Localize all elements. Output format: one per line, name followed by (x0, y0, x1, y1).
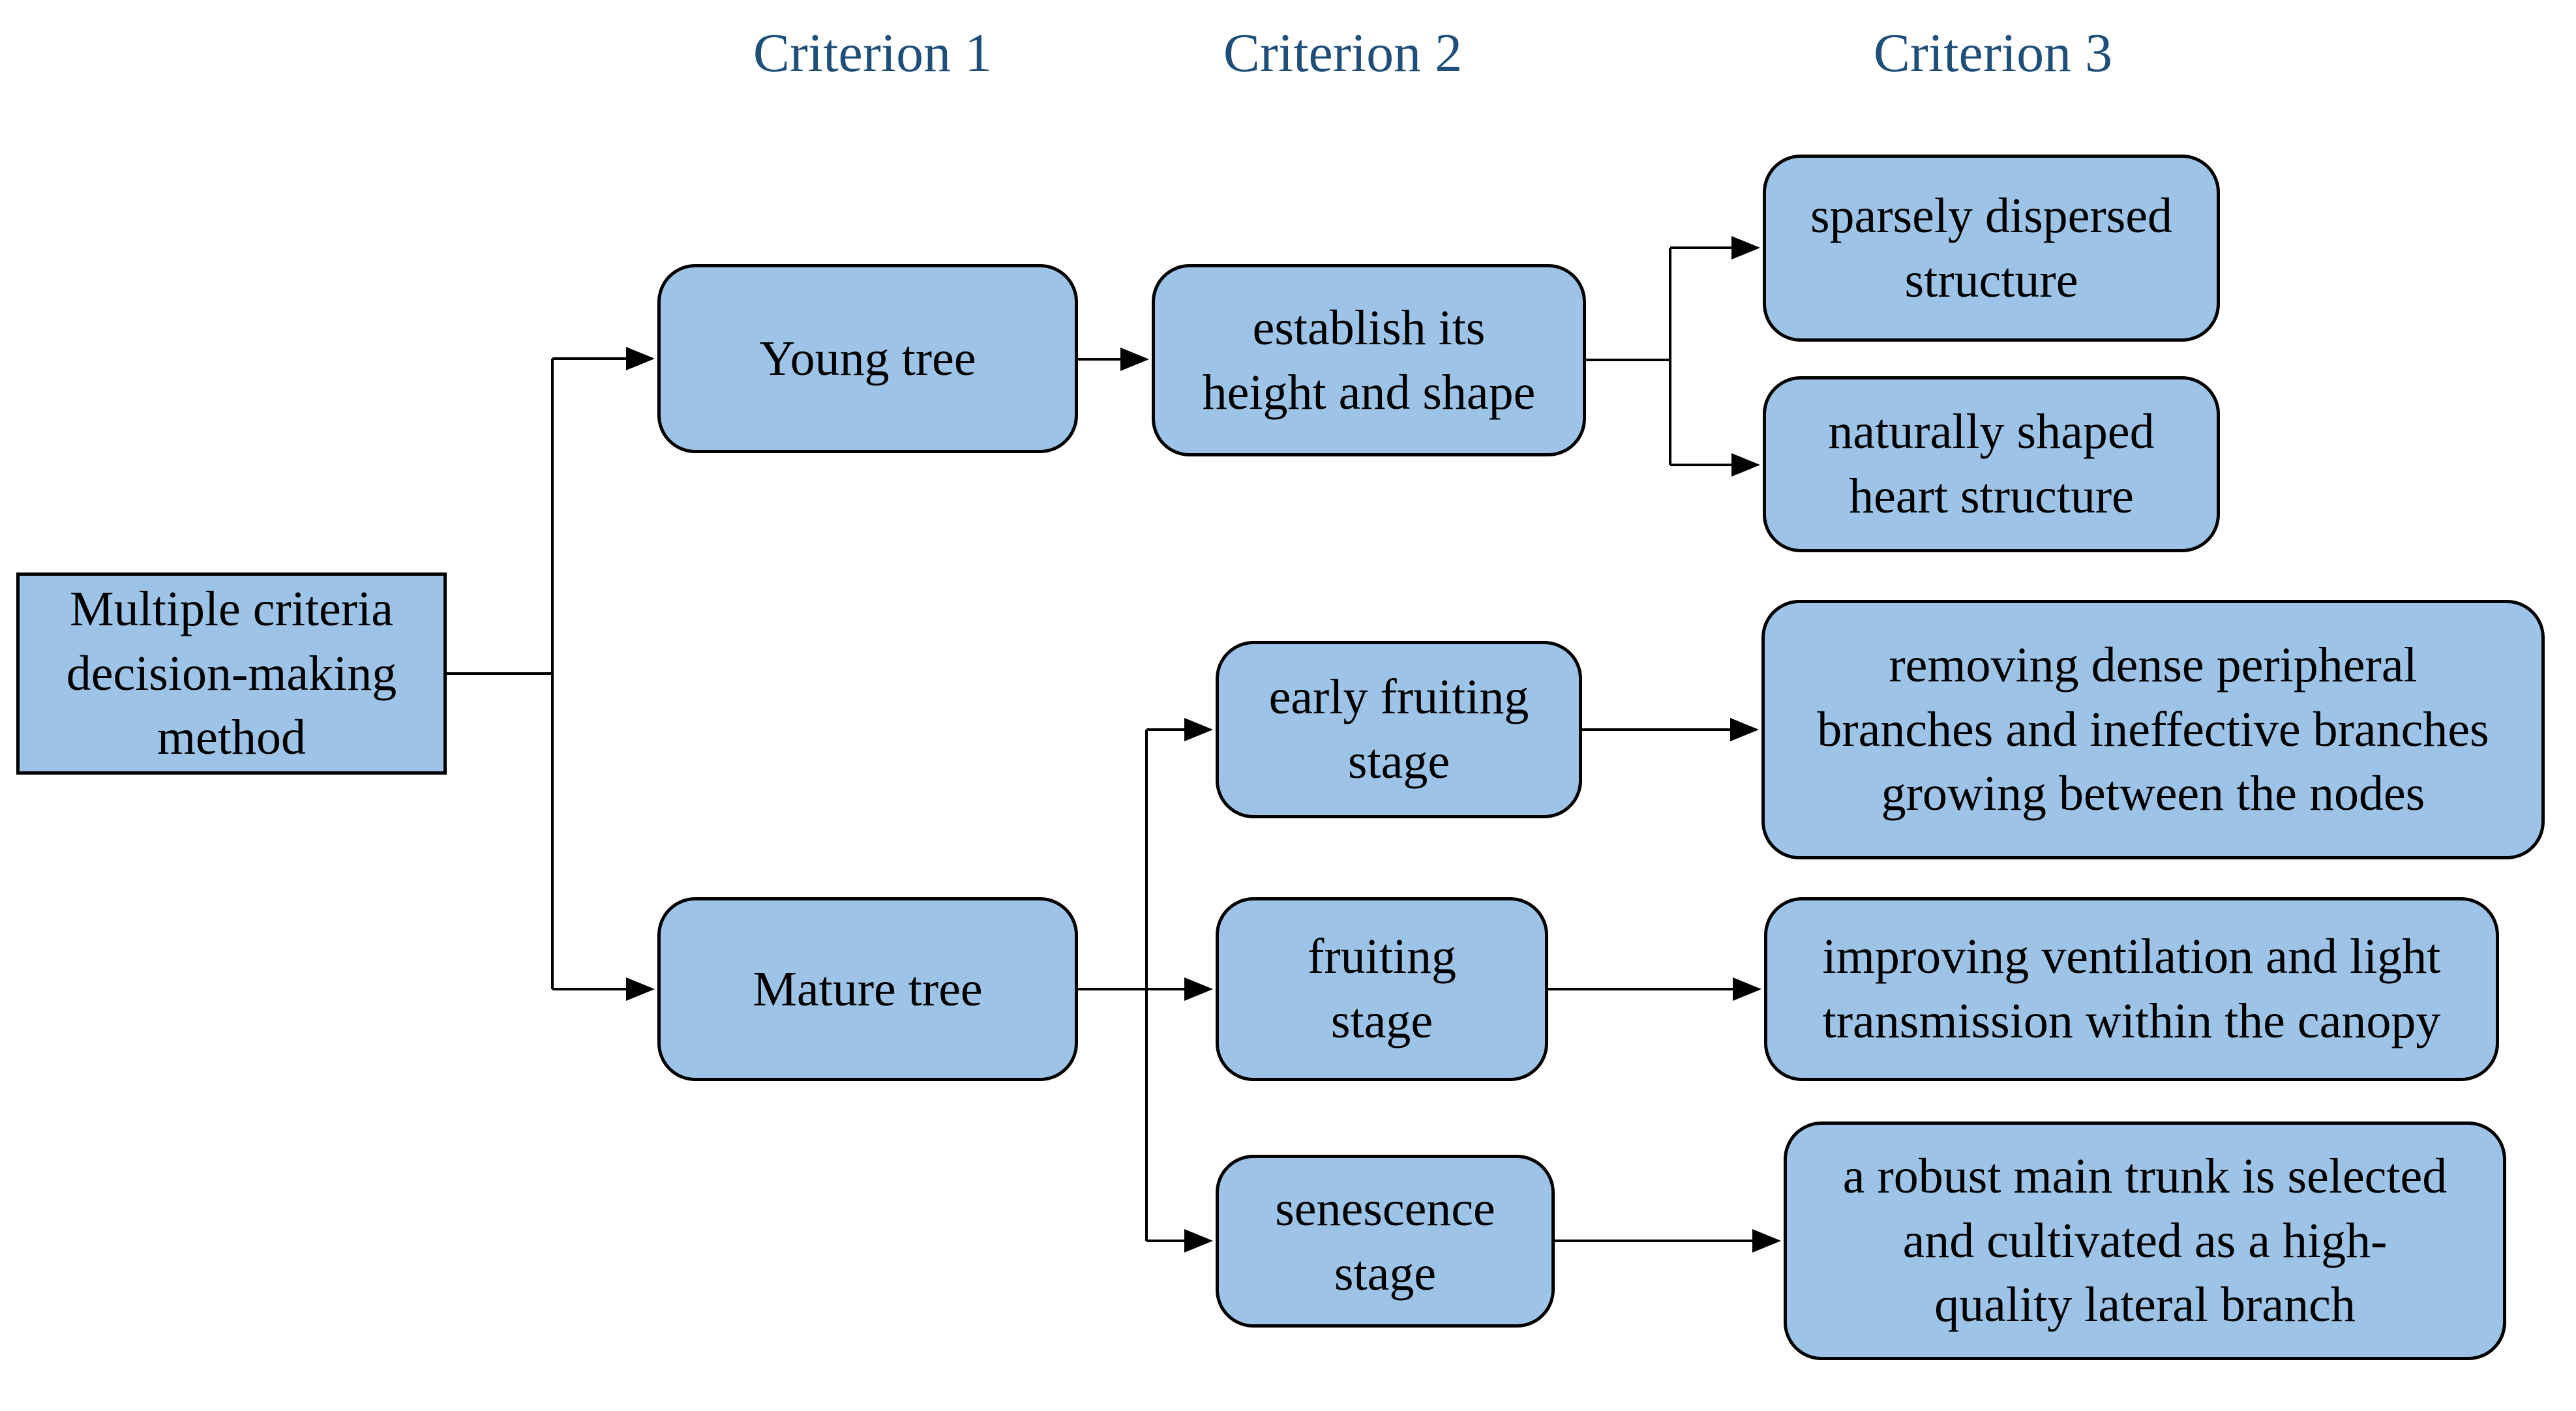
node-fruiting-stage: fruiting stage (1216, 897, 1548, 1081)
column-header-criterion-1: Criterion 1 (753, 23, 993, 83)
node-young-tree: Young tree (657, 264, 1078, 453)
node-establish-height-shape: establish its height and shape (1152, 264, 1586, 456)
column-header-criterion-3: Criterion 3 (1873, 23, 2113, 83)
node-improving-ventilation: improving ventilation and light transmis… (1764, 897, 2499, 1081)
node-early-fruiting-stage: early fruiting stage (1216, 641, 1582, 818)
node-senescence-stage: senescence stage (1216, 1155, 1555, 1328)
column-header-criterion-2: Criterion 2 (1223, 23, 1463, 83)
node-robust-main-trunk: a robust main trunk is selected and cult… (1784, 1121, 2506, 1360)
node-sparsely-dispersed: sparsely dispersed structure (1763, 155, 2220, 342)
node-root: Multiple criteria decision-making method (16, 572, 447, 775)
node-mature-tree: Mature tree (657, 897, 1078, 1081)
node-naturally-shaped-heart: naturally shaped heart structure (1763, 376, 2220, 552)
node-removing-dense-branches: removing dense peripheral branches and i… (1761, 600, 2545, 859)
